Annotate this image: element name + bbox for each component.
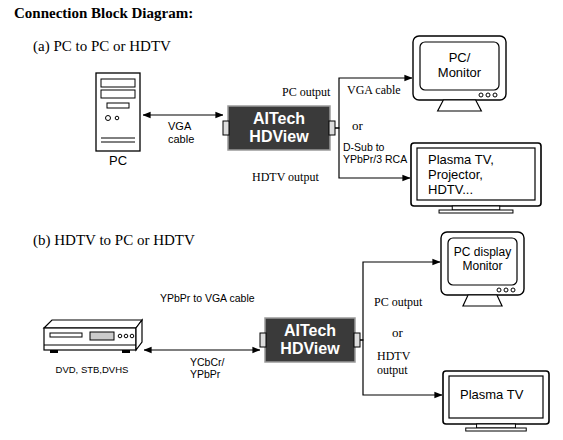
annotation-text: (a) PC to PC or HDTV bbox=[33, 38, 171, 55]
monitor-screen bbox=[448, 238, 517, 285]
monitor-stand bbox=[438, 100, 482, 111]
tower-body bbox=[96, 73, 140, 151]
player-trim bbox=[44, 345, 136, 346]
tv-base bbox=[477, 424, 516, 428]
monitor-stand bbox=[463, 295, 502, 306]
signal-connector bbox=[144, 349, 260, 350]
annotation-text: PC output bbox=[282, 86, 330, 100]
hdview-box: AITech HDView bbox=[260, 318, 360, 362]
signal-connector bbox=[360, 262, 440, 340]
hdview-box: AITech HDView bbox=[223, 106, 335, 150]
annotation-text: D-Sub to YPbPr/3 RCA bbox=[343, 141, 415, 165]
signal-connector bbox=[360, 340, 442, 395]
annotation-text: PC output bbox=[374, 296, 422, 310]
drive-bay bbox=[101, 90, 135, 98]
node-label: PC bbox=[93, 154, 143, 169]
tv-case bbox=[443, 371, 549, 424]
node-label: PC display Monitor bbox=[451, 246, 515, 274]
player-top bbox=[44, 320, 142, 328]
tv-case bbox=[411, 143, 541, 206]
player-display bbox=[90, 332, 114, 340]
cable-label: VGA cable bbox=[168, 120, 208, 145]
monitor-knob bbox=[486, 93, 490, 97]
monitor-knob bbox=[479, 93, 483, 97]
signal-connector bbox=[143, 114, 223, 115]
player-foot bbox=[122, 350, 130, 353]
node-label: AITech HDView bbox=[243, 110, 315, 146]
signal-connector bbox=[335, 128, 410, 178]
annotation-text: or bbox=[352, 119, 363, 134]
tv-foot bbox=[466, 428, 526, 431]
device-body bbox=[265, 318, 355, 362]
pc-monitor: PC display Monitor bbox=[440, 232, 525, 307]
hdtv-set: Plasma TV, Projector, HDTV... bbox=[410, 142, 542, 214]
diagram-title: Connection Block Diagram: bbox=[14, 5, 193, 22]
pc-tower: PC bbox=[93, 72, 143, 172]
signal-connector bbox=[335, 78, 412, 128]
device-body bbox=[228, 106, 330, 150]
monitor-knob bbox=[504, 288, 508, 292]
player-front bbox=[44, 328, 136, 350]
annotation-text: HDTV output bbox=[377, 350, 422, 378]
vent-line bbox=[101, 138, 135, 139]
plasma-tv: Plasma TV bbox=[442, 370, 550, 432]
annotation-text: VGA cable bbox=[347, 84, 401, 98]
vent-line bbox=[101, 142, 135, 143]
annotation-text: HDTV output bbox=[252, 171, 319, 185]
monitor-case bbox=[441, 232, 524, 295]
annotation-text: (b) HDTV to PC or HDTV bbox=[33, 232, 195, 249]
connector-tab bbox=[354, 333, 360, 347]
monitor-knob bbox=[497, 288, 501, 292]
annotation-text: or bbox=[392, 326, 403, 341]
tv-foot bbox=[439, 210, 513, 213]
player-button bbox=[124, 334, 128, 338]
player-foot bbox=[50, 350, 58, 353]
connector-tab bbox=[260, 333, 266, 347]
power-button bbox=[106, 116, 111, 121]
disc-tray bbox=[50, 333, 82, 337]
player-button bbox=[130, 334, 134, 338]
connector-tab bbox=[223, 121, 229, 135]
node-label: Plasma TV, Projector, HDTV... bbox=[428, 153, 510, 198]
reset-button bbox=[115, 116, 119, 120]
cable-label: YCbCr/ YPbPr bbox=[190, 356, 235, 380]
monitor-case bbox=[413, 36, 506, 100]
node-label: AITech HDView bbox=[274, 322, 346, 358]
connector-tab bbox=[329, 121, 335, 135]
tv-screen bbox=[449, 376, 543, 418]
dvd-player: DVD, STB,DVHS bbox=[40, 318, 144, 380]
monitor-knob bbox=[511, 288, 515, 292]
monitor-knob bbox=[493, 93, 497, 97]
floppy-slot bbox=[107, 103, 129, 108]
node-label: DVD, STB,DVHS bbox=[40, 365, 144, 376]
node-label: PC/ Monitor bbox=[432, 51, 487, 81]
player-side bbox=[136, 320, 142, 350]
tv-base bbox=[452, 206, 500, 210]
tv-screen bbox=[417, 148, 535, 200]
drive-bay bbox=[101, 79, 135, 87]
annotation-text: YPbPr to VGA cable bbox=[160, 292, 255, 304]
player-button bbox=[118, 334, 122, 338]
pc-monitor: PC/ Monitor bbox=[412, 36, 507, 112]
node-label: Plasma TV bbox=[460, 388, 540, 403]
monitor-screen bbox=[420, 42, 499, 90]
